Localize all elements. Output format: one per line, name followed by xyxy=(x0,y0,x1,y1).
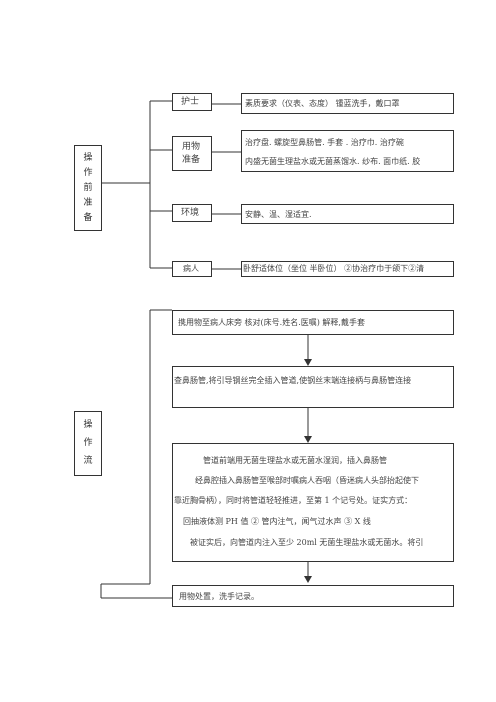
supplies-content-box: 治疗盘. 螺旋型鼻肠管. 手套 . 治疗巾. 治疗碗 内盛无菌生理盐水或无菌蒸馏… xyxy=(241,130,454,172)
prep-title-char: 作 xyxy=(83,168,93,178)
flow-title-char: 流 xyxy=(83,456,93,466)
flow-title-char: 操 xyxy=(83,420,93,430)
supplies-label-box: 用物 准备 xyxy=(172,136,212,171)
flow-step-3-line: 经鼻腔插入鼻肠管至喉部时嘱病人吞咽（昏迷病人头部抬起使下 xyxy=(195,476,419,485)
prep-title-char: 前 xyxy=(83,183,93,193)
prep-title-char: 操 xyxy=(83,153,93,163)
nurse-content-box: 素质要求（仪表、态度） 锺蓝洗手，戴口罩 xyxy=(241,93,454,114)
flow-step-3-line: 回抽液体测 PH 值 ② 管内注气，闻气过水声 ③ X 线 xyxy=(183,517,371,526)
environment-content-box: 安静、温、湿适宜. xyxy=(241,204,454,224)
flow-step-3-line: 靠近胸骨柄），同时将管道轻轻推进，至第 1 个记号处。证实方式： xyxy=(174,496,413,505)
flow-step-1-text: 携用物至病人床旁 核对(床号.姓名.医嘱) 解释,戴手套 xyxy=(178,318,365,327)
flow-step-1-box: 携用物至病人床旁 核对(床号.姓名.医嘱) 解释,戴手套 xyxy=(172,310,454,335)
patient-label-box: 病人 xyxy=(172,261,212,277)
prep-title-char: 备 xyxy=(83,213,93,223)
nurse-label-box: 护士 xyxy=(172,93,212,111)
supplies-label-line: 准备 xyxy=(182,155,201,165)
nurse-content: 素质要求（仪表、态度） 锺蓝洗手，戴口罩 xyxy=(245,99,400,108)
nurse-label: 护士 xyxy=(181,97,200,107)
flow-step-4-text: 用物处置，洗手记录。 xyxy=(179,592,259,601)
flow-step-3-box: 管道前端用无菌生理盐水或无菌水湿润，插入鼻肠管 经鼻腔插入鼻肠管至喉部时嘱病人吞… xyxy=(172,443,454,562)
flow-step-3-line: 管道前端用无菌生理盐水或无菌水湿润，插入鼻肠管 xyxy=(203,456,387,465)
flow-step-3-line: 被证实后，向管道内注入至少 20ml 无菌生理盐水或无菌水。将引 xyxy=(190,538,424,547)
patient-content: 卧舒适体位（坐位 半卧位） ②协治疗巾于颌下②清 xyxy=(243,264,425,273)
environment-label-box: 环境 xyxy=(172,204,212,222)
supplies-content-line: 治疗盘. 螺旋型鼻肠管. 手套 . 治疗巾. 治疗碗 xyxy=(245,138,404,147)
flow-step-2-text: 查鼻肠管,将引导钢丝完全插入管道,使钢丝末端连接柄与鼻肠管连接 xyxy=(174,376,412,385)
environment-content: 安静、温、湿适宜. xyxy=(245,210,312,219)
patient-content-box: 卧舒适体位（坐位 半卧位） ②协治疗巾于颌下②清 xyxy=(241,261,454,277)
flow-step-4-box: 用物处置，洗手记录。 xyxy=(172,585,454,607)
prep-title-box: 操 作 前 准 备 xyxy=(74,145,102,231)
supplies-content-line: 内盛无菌生理盐水或无菌蒸馏水. 纱布. 面巾纸. 胶 xyxy=(245,157,421,166)
flow-title-char: 作 xyxy=(83,438,93,448)
prep-title-char: 准 xyxy=(83,198,93,208)
patient-label: 病人 xyxy=(183,264,199,273)
flow-step-2-box: 查鼻肠管,将引导钢丝完全插入管道,使钢丝末端连接柄与鼻肠管连接 xyxy=(172,366,454,408)
environment-label: 环境 xyxy=(181,208,200,218)
flow-title-box: 操 作 流 xyxy=(74,411,102,476)
supplies-label-line: 用物 xyxy=(182,142,201,152)
